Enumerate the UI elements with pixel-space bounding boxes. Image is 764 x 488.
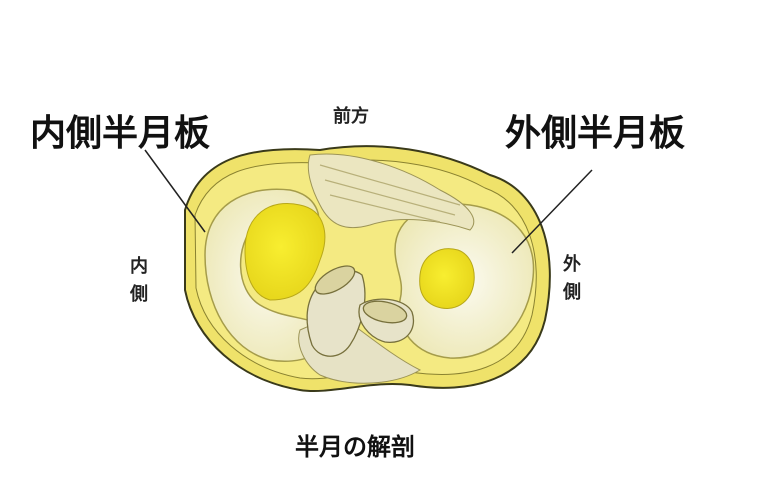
anterior-ligament-fibers [319,164,461,223]
lateral-side-label-char2: 側 [562,281,581,303]
medial-side-label-char1: 内 [130,255,148,277]
medial-side-label-char2: 側 [129,283,148,305]
pcl-cut-surface [362,300,408,324]
medial-meniscus-leader-line [144,149,206,233]
lateral-meniscus-leader-line [511,169,593,254]
medial-meniscus [204,188,331,362]
lateral-tibial-cartilage [419,248,475,309]
diagram-caption: 半月の解剖 [295,433,415,461]
medial-meniscus-label: 内側半月板 [30,113,210,154]
acl-cut-surface [314,265,356,295]
lateral-meniscus-label: 外側半月板 [505,113,685,154]
anterior-label: 前方 [333,105,369,127]
lateral-side-label-char1: 外 [563,253,581,275]
medial-tibial-cartilage [244,203,326,301]
